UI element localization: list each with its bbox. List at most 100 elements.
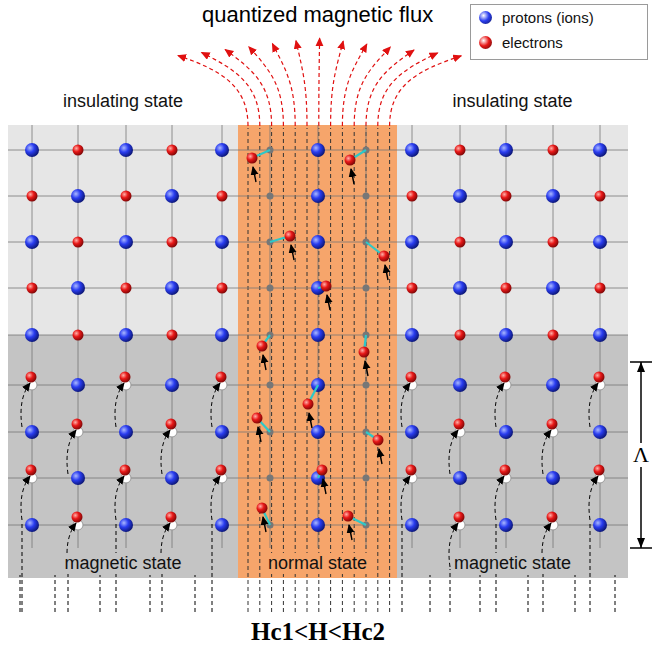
electron — [247, 153, 258, 164]
electron — [167, 237, 178, 248]
lattice-atoms — [20, 143, 615, 612]
field-line — [55, 575, 56, 612]
spin-arrow — [542, 430, 551, 474]
electron — [216, 372, 227, 383]
spin-arrow — [401, 476, 410, 520]
proton — [25, 425, 39, 439]
flux-arrow — [318, 38, 320, 126]
insulating-region: insulating state — [397, 125, 628, 335]
electron — [217, 283, 228, 294]
electron — [406, 372, 417, 383]
flux-line — [271, 128, 272, 612]
proton — [593, 518, 607, 532]
flux-arrow — [354, 47, 390, 126]
electron — [26, 372, 37, 383]
electron — [595, 283, 606, 294]
proton — [119, 235, 133, 249]
lattice-grid — [8, 125, 628, 548]
proton — [25, 518, 39, 532]
region-label: magnetic state — [61, 553, 184, 574]
flux-arrow — [331, 41, 344, 126]
proton — [119, 328, 133, 342]
electron — [454, 512, 465, 523]
proton — [165, 471, 179, 485]
flux-line — [389, 128, 390, 612]
electron — [454, 419, 465, 430]
flux-line — [377, 128, 378, 612]
flux-arrow — [249, 47, 284, 126]
proton — [119, 143, 133, 157]
electron — [501, 283, 512, 294]
legend-row: protons (ions) — [471, 5, 647, 30]
electron — [252, 413, 263, 424]
magnetic-region: magnetic state — [8, 335, 238, 578]
field-line — [162, 569, 163, 612]
electron — [595, 191, 606, 202]
electron — [407, 283, 418, 294]
proton — [405, 328, 419, 342]
flux-line — [342, 128, 343, 612]
proton — [311, 189, 325, 203]
spin-arrow — [21, 476, 30, 520]
proton — [71, 378, 85, 392]
legend-row: electrons — [471, 30, 647, 55]
field-line — [100, 575, 101, 612]
electron — [373, 435, 384, 446]
vacancy-site — [363, 475, 370, 482]
region-label-wrap: normal state — [238, 553, 397, 574]
normal-region: normal state — [238, 125, 397, 578]
field-line — [528, 575, 529, 612]
electron — [73, 330, 84, 341]
flux-line — [259, 128, 260, 612]
proton — [453, 378, 467, 392]
proton — [453, 471, 467, 485]
region-label: normal state — [265, 553, 370, 574]
proton — [499, 425, 513, 439]
diagram-title: quantized magnetic flux — [202, 2, 433, 28]
insulating-region: insulating state — [8, 125, 238, 335]
electron — [455, 145, 466, 156]
proton — [499, 328, 513, 342]
flux-arrow — [366, 50, 414, 126]
flux-line — [283, 128, 284, 612]
spin-arrow — [211, 476, 220, 520]
moment-arrow — [379, 449, 382, 464]
proton — [405, 143, 419, 157]
electron — [217, 191, 228, 202]
electron — [73, 145, 84, 156]
electron — [27, 191, 38, 202]
proton — [311, 328, 325, 342]
proton — [499, 518, 513, 532]
electron — [359, 347, 370, 358]
field-condition: Hc1<H<Hc2 — [249, 618, 387, 646]
spin-arrow — [161, 430, 170, 474]
electron — [406, 465, 417, 476]
proton — [165, 189, 179, 203]
spin-arrow — [401, 383, 410, 427]
legend-swatch — [479, 36, 492, 49]
field-line — [615, 575, 616, 612]
electron — [594, 372, 605, 383]
electron — [548, 145, 559, 156]
proton — [499, 235, 513, 249]
dimension-label: Λ — [631, 443, 651, 467]
proton — [405, 425, 419, 439]
vacancy-site — [363, 193, 370, 200]
spin-arrow — [495, 383, 504, 427]
spin-arrow — [115, 476, 124, 520]
proton — [593, 425, 607, 439]
electron — [547, 512, 558, 523]
flux-lines — [178, 38, 461, 612]
electron — [500, 372, 511, 383]
proton — [25, 143, 39, 157]
proton — [546, 189, 560, 203]
proton — [25, 328, 39, 342]
electron — [343, 511, 354, 522]
electron — [27, 283, 38, 294]
region-label-wrap: magnetic state — [8, 553, 238, 574]
electron — [548, 237, 559, 248]
field-line — [402, 522, 403, 612]
moment-arrow — [263, 517, 266, 532]
vacancy-site — [267, 193, 274, 200]
spin-arrow — [495, 476, 504, 520]
